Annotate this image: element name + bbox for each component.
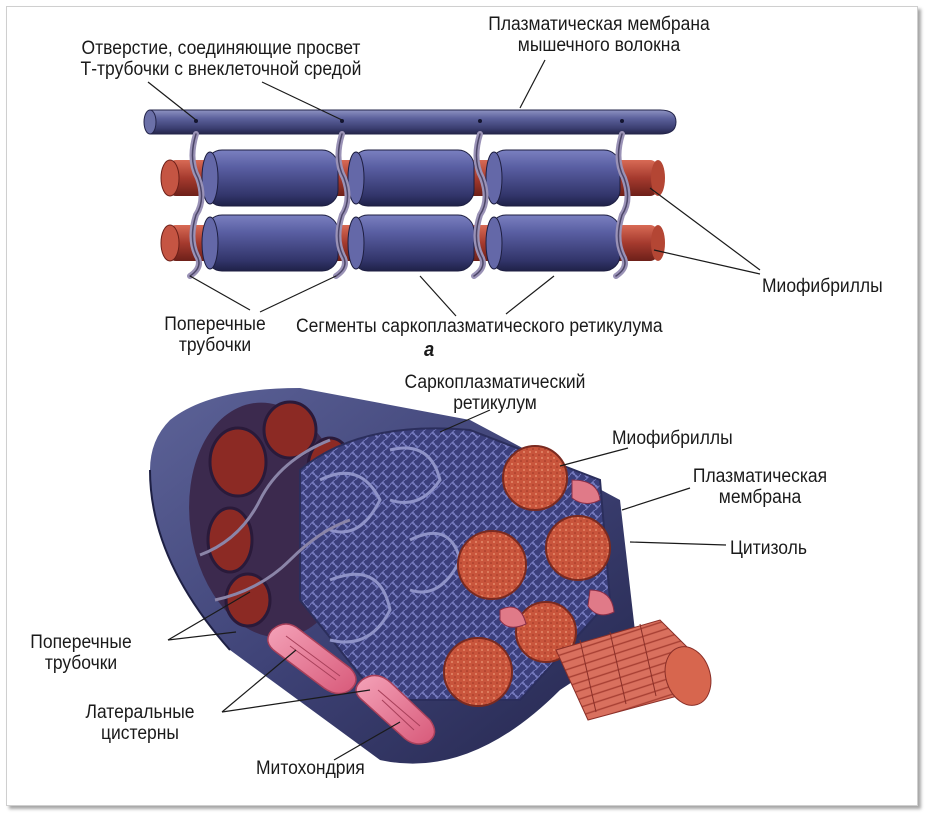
panel-a-leader-lines <box>147 59 761 317</box>
label-opening-line1: Отверстие, соединяющие просвет <box>81 38 361 59</box>
panel-b-leader-lines <box>167 409 727 761</box>
myofibril-cross-sections <box>443 445 611 707</box>
label-membrane-b-line2: мембрана <box>718 487 802 508</box>
panel-a-illustration <box>143 109 677 279</box>
label-lateral-cisterns: Латеральные цистерны <box>66 702 213 744</box>
label-sr-line2: ретикулум <box>453 393 537 414</box>
label-cisterns-line2: цистерны <box>101 723 179 744</box>
label-plasma-membrane-b: Плазматическая мембрана <box>670 466 850 508</box>
label-myofibrils-b: Миофибриллы <box>612 428 733 449</box>
label-t-tubules-b-line2: трубочки <box>44 653 118 674</box>
label-membrane-b-line1: Плазматическая <box>692 466 828 487</box>
label-cisterns-line1: Латеральные <box>85 702 195 723</box>
label-sr-segments: Сегменты саркоплазматического ретикулума <box>296 316 663 337</box>
label-t-tubules-a-line2: трубочки <box>178 335 252 356</box>
label-plasma-membrane-line2: мышечного волокна <box>517 35 681 56</box>
label-t-tubules-a: Поперечные трубочки <box>146 314 284 356</box>
protruding-myofibril <box>555 619 712 721</box>
label-sarcoplasmic-reticulum: Саркоплазматический ретикулум <box>380 372 610 414</box>
label-mitochondria: Митохондрия <box>256 758 365 779</box>
mitochondria <box>267 623 436 745</box>
panel-a-sublabel: а <box>424 339 435 361</box>
label-myofibrils-a: Миофибриллы <box>762 276 883 297</box>
label-t-tubule-opening: Отверстие, соединяющие просвет Т-трубочк… <box>51 38 391 80</box>
label-sr-line1: Саркоплазматический <box>404 372 586 393</box>
label-t-tubules-b-line1: Поперечные <box>30 632 132 653</box>
label-cytosol: Цитизоль <box>730 538 807 559</box>
label-plasma-membrane-fiber: Плазматическая мембрана мышечного волокн… <box>466 14 733 56</box>
label-t-tubules-a-line1: Поперечные <box>164 314 266 335</box>
label-t-tubules-b: Поперечные трубочки <box>12 632 150 674</box>
label-opening-line2: Т-трубочки с внеклеточной средой <box>80 59 362 80</box>
label-plasma-membrane-line1: Плазматическая мембрана <box>488 14 710 35</box>
panel-b-illustration <box>149 388 712 764</box>
